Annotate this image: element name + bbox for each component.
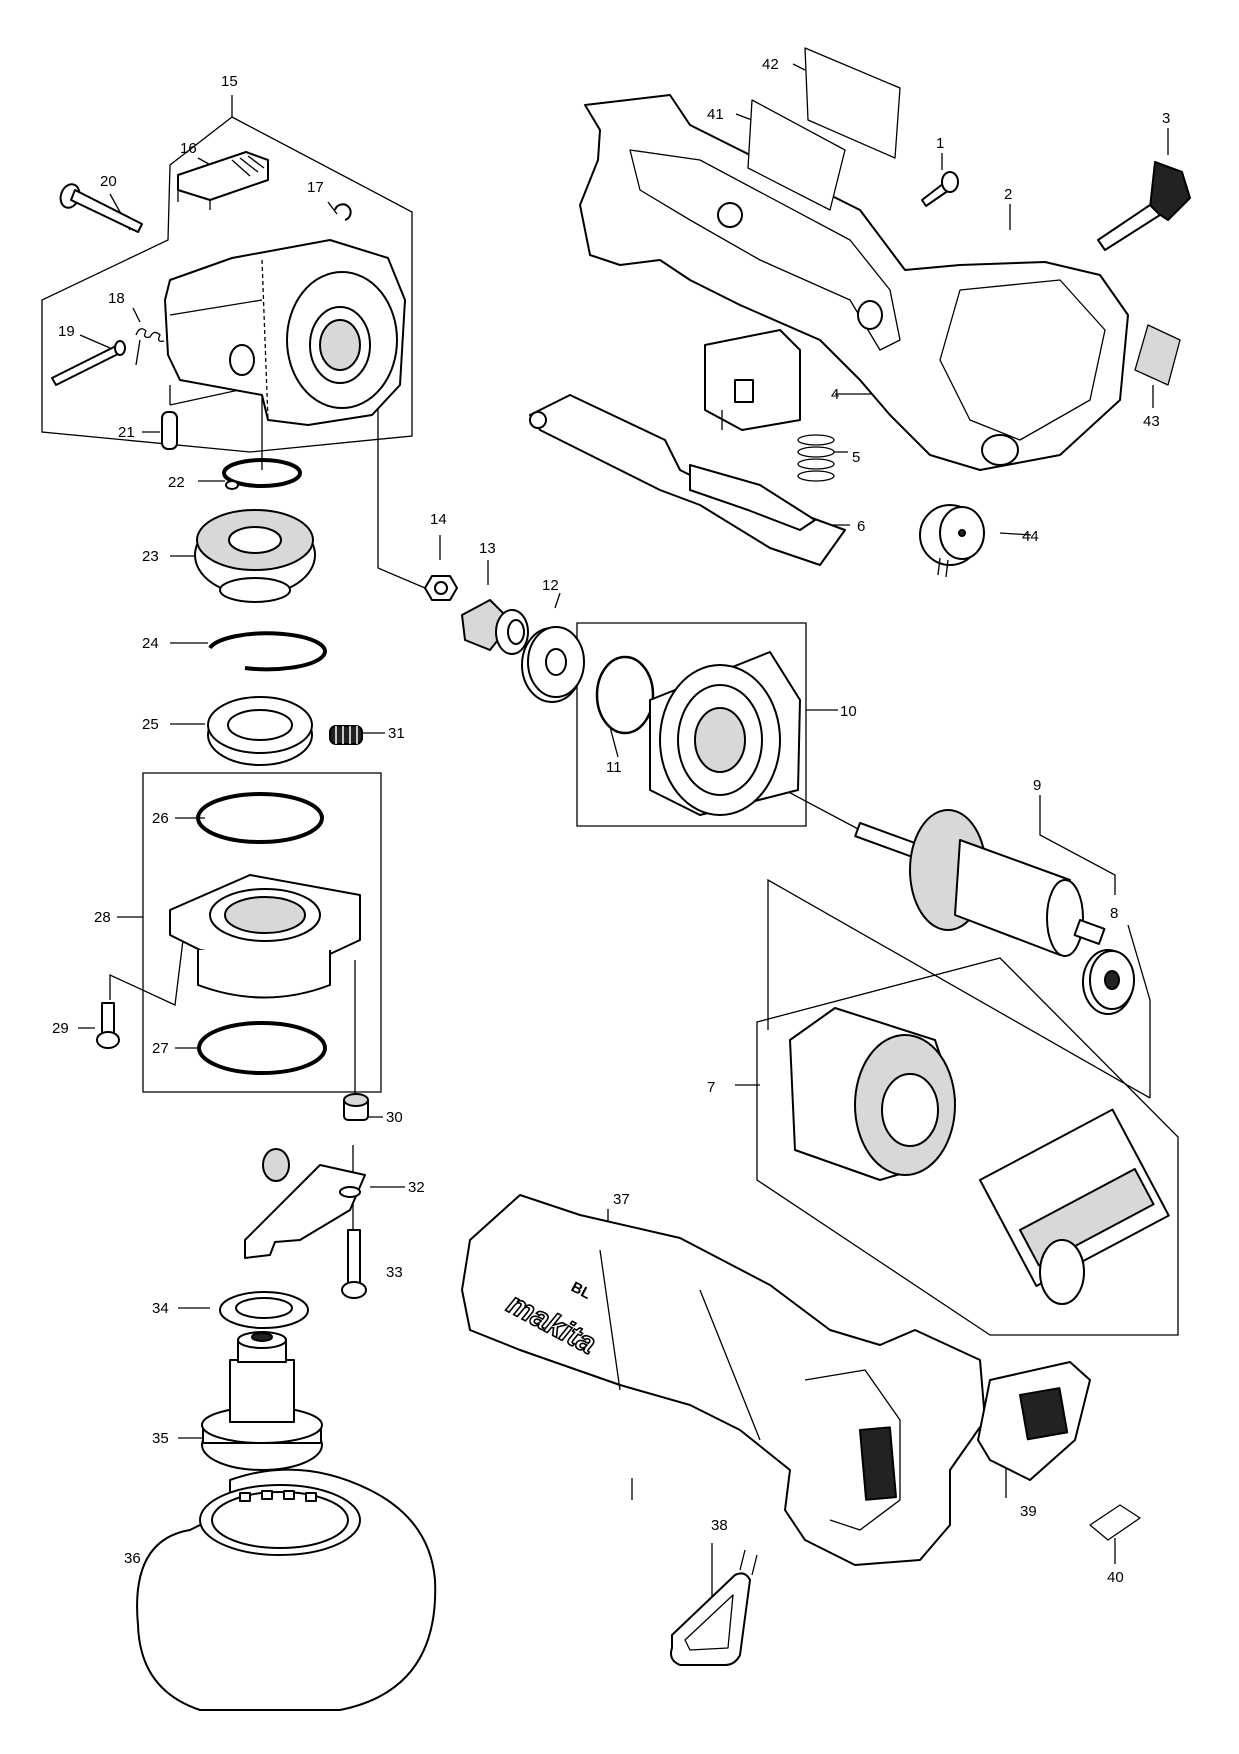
label-7: 7 xyxy=(707,1079,715,1096)
part-11-o-ring xyxy=(595,655,655,735)
part-3-switch-lever xyxy=(1097,161,1191,251)
part-7-stator xyxy=(789,1007,1170,1305)
label-27: 27 xyxy=(152,1040,169,1057)
part-37-housing: makita BL xyxy=(461,1194,986,1566)
part-18-torsion-spring xyxy=(135,328,165,366)
label-20: 20 xyxy=(100,173,117,190)
part-20-bolt xyxy=(59,183,143,233)
label-33: 33 xyxy=(386,1264,403,1281)
part-2-housing-half xyxy=(579,94,1129,471)
label-9: 9 xyxy=(1033,777,1041,794)
label-35: 35 xyxy=(152,1430,169,1447)
label-8: 8 xyxy=(1110,905,1118,922)
part-35-spindle-assembly xyxy=(201,1331,323,1471)
part-34-washer xyxy=(219,1291,309,1329)
part-22-retaining-ring xyxy=(222,458,302,490)
label-1: 1 xyxy=(936,135,944,152)
part-1-tapping-screw xyxy=(921,171,959,207)
group-outline-10 xyxy=(576,622,807,827)
part-12-ball-bearing xyxy=(521,626,585,703)
label-31: 31 xyxy=(388,725,405,742)
part-23-spiral-bevel-gear xyxy=(194,509,316,603)
part-33-screw xyxy=(341,1229,367,1299)
part-number-labels: 1 2 3 4 5 6 7 8 9 10 11 12 13 14 15 16 1… xyxy=(52,56,1170,1586)
part-28-bearing-box xyxy=(169,874,361,999)
label-2: 2 xyxy=(1004,186,1012,203)
label-3: 3 xyxy=(1162,110,1170,127)
part-14-hex-nut xyxy=(424,575,458,601)
label-15: 15 xyxy=(221,73,238,90)
label-12: 12 xyxy=(542,577,559,594)
part-6-switch-lever xyxy=(529,394,846,566)
part-44-fan-insulation xyxy=(919,504,985,578)
part-13-spiral-bevel-pinion xyxy=(461,599,529,655)
label-37: 37 xyxy=(613,1191,630,1208)
label-28: 28 xyxy=(94,909,111,926)
part-30-lock-pin xyxy=(343,1093,369,1121)
group-outline-7 xyxy=(756,957,1179,1336)
label-10: 10 xyxy=(840,703,857,720)
label-25: 25 xyxy=(142,716,159,733)
group-outline-15 xyxy=(41,116,413,453)
part-25-ball-bearing xyxy=(207,696,313,766)
part-40-label xyxy=(1089,1504,1141,1541)
label-41: 41 xyxy=(707,106,724,123)
part-27-o-ring xyxy=(197,1021,327,1075)
part-4-switch xyxy=(704,329,801,431)
label-26: 26 xyxy=(152,810,169,827)
part-29-screw xyxy=(96,1002,120,1049)
part-31-compression-spring xyxy=(329,725,363,745)
part-8-ball-bearing xyxy=(1082,949,1135,1015)
part-41-label xyxy=(747,99,846,211)
part-21-parallel-pin xyxy=(161,411,178,450)
part-39-battery-holder xyxy=(977,1361,1091,1481)
group-bracket-7 xyxy=(767,878,1151,1099)
label-29: 29 xyxy=(52,1020,69,1037)
part-5-compression-spring xyxy=(797,434,835,482)
label-5: 5 xyxy=(852,449,860,466)
part-9-rotor xyxy=(854,809,1106,957)
part-38-switch-cover xyxy=(670,1549,758,1666)
group-outline-28 xyxy=(142,772,382,1093)
part-15-gear-housing xyxy=(164,239,406,426)
part-17-clip xyxy=(334,203,352,221)
label-17: 17 xyxy=(307,179,324,196)
part-16-lock-lever xyxy=(177,151,269,210)
label-34: 34 xyxy=(152,1300,169,1317)
label-42: 42 xyxy=(762,56,779,73)
label-30: 30 xyxy=(386,1109,403,1126)
part-43-label xyxy=(1134,324,1181,386)
label-43: 43 xyxy=(1143,413,1160,430)
label-39: 39 xyxy=(1020,1503,1037,1520)
label-21: 21 xyxy=(118,424,135,441)
part-42-label xyxy=(804,47,901,159)
label-24: 24 xyxy=(142,635,159,652)
label-38: 38 xyxy=(711,1517,728,1534)
label-16: 16 xyxy=(180,140,197,157)
label-6: 6 xyxy=(857,518,865,535)
part-36-wheel-guard xyxy=(136,1468,437,1711)
label-22: 22 xyxy=(168,474,185,491)
label-13: 13 xyxy=(479,540,496,557)
label-19: 19 xyxy=(58,323,75,340)
label-36: 36 xyxy=(124,1550,141,1567)
part-10-bearing-retainer xyxy=(649,651,801,816)
label-4: 4 xyxy=(831,386,839,403)
label-44: 44 xyxy=(1022,528,1039,545)
label-11: 11 xyxy=(606,759,622,776)
label-18: 18 xyxy=(108,290,125,307)
part-26-o-ring xyxy=(196,792,324,844)
label-14: 14 xyxy=(430,511,447,528)
part-19-pin xyxy=(51,340,126,386)
part-24-circlip xyxy=(208,631,327,672)
label-32: 32 xyxy=(408,1179,425,1196)
label-23: 23 xyxy=(142,548,159,565)
part-32-shaft-lock xyxy=(244,1148,366,1259)
label-40: 40 xyxy=(1107,1569,1124,1586)
